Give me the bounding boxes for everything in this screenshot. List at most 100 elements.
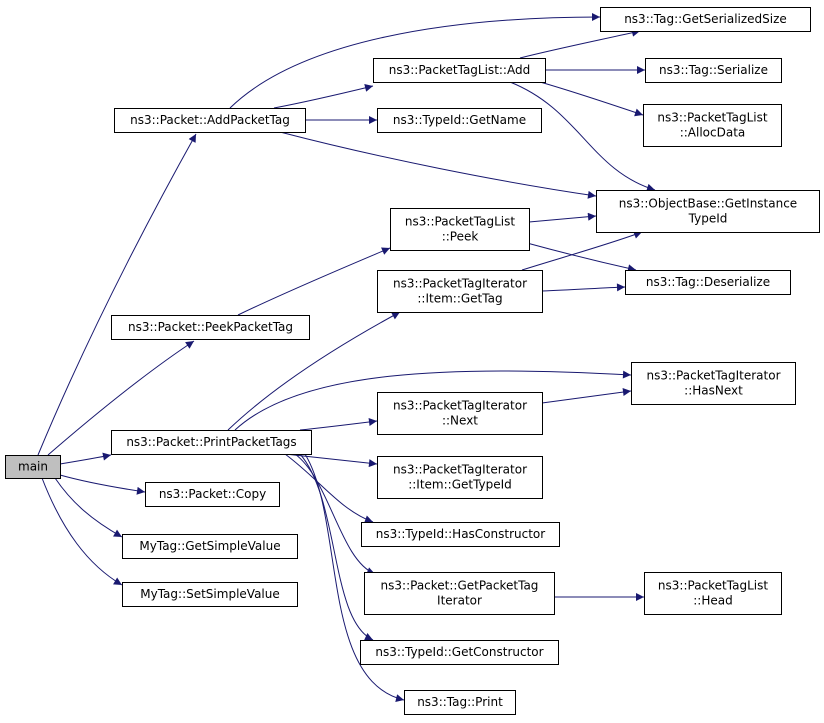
node-typeIdGetName[interactable]: ns3::TypeId::GetName — [377, 108, 542, 133]
node-box — [643, 104, 782, 147]
edge-main-to-printPacketTags — [59, 452, 112, 465]
node-label: ns3::PacketTagIterator — [646, 369, 780, 383]
node-label: ns3::TypeId::GetConstructor — [375, 645, 543, 659]
edge-line — [304, 453, 405, 703]
edge-main-to-peekPacketTag — [47, 340, 195, 456]
edge-iterItemGetTag-to-tagDeserialize — [541, 283, 626, 292]
edge-tagListPeek-to-tagDeserialize — [526, 242, 637, 273]
node-label: ns3::PacketTagIterator — [393, 277, 527, 291]
edge-line — [227, 311, 401, 431]
edge-line — [59, 452, 112, 465]
node-label: ns3::PacketTagIterator — [393, 399, 527, 413]
node-label: ns3::Packet::AddPacketTag — [130, 113, 290, 127]
node-box — [377, 108, 542, 133]
node-box — [364, 572, 555, 615]
node-box — [600, 7, 811, 32]
node-label: TypeId — [688, 212, 728, 226]
node-label: ns3::Packet::PeekPacketTag — [128, 320, 293, 334]
edge-printPacketTags-to-iterNext — [299, 418, 378, 431]
node-label: ns3::PacketTagList — [405, 215, 515, 229]
node-iterHasNext[interactable]: ns3::PacketTagIterator::HasNext — [631, 362, 796, 405]
node-label: ns3::Packet::PrintPacketTags — [126, 435, 296, 449]
node-box — [644, 572, 782, 615]
node-printPacketTags[interactable]: ns3::Packet::PrintPacketTags — [111, 430, 312, 455]
edge-line — [47, 340, 195, 456]
node-label: ::Next — [442, 414, 478, 428]
edge-main-to-packetCopy — [59, 474, 146, 495]
node-box — [111, 315, 310, 340]
edge-line — [234, 370, 632, 431]
node-typeIdGetConstructor[interactable]: ns3::TypeId::GetConstructor — [360, 640, 559, 665]
node-box — [122, 582, 298, 607]
node-label: ns3::PacketTagList::Add — [389, 63, 530, 77]
node-box — [111, 430, 312, 455]
edge-line — [284, 453, 378, 468]
edge-line — [54, 477, 123, 538]
node-label: ns3::PacketTagIterator — [393, 463, 527, 477]
node-box — [122, 534, 298, 559]
edge-printPacketTags-to-tagPrint — [304, 453, 405, 703]
edge-line — [237, 247, 391, 316]
node-iterNext[interactable]: ns3::PacketTagIterator::Next — [377, 392, 543, 435]
node-tagDeserialize[interactable]: ns3::Tag::Deserialize — [625, 270, 791, 295]
edge-main-to-setSimpleValue — [41, 477, 123, 586]
node-main[interactable]: main — [5, 455, 61, 479]
node-label: ns3::Tag::Serialize — [659, 63, 768, 77]
edge-line — [299, 418, 378, 431]
edge-line — [229, 13, 601, 109]
edge-line — [521, 231, 643, 271]
node-box — [361, 522, 560, 547]
node-tagListPeek[interactable]: ns3::PacketTagList::Peek — [390, 208, 530, 251]
node-tagSerialize[interactable]: ns3::Tag::Serialize — [645, 58, 782, 83]
nodes-layer: mainns3::Packet::AddPacketTagns3::Packet… — [5, 7, 820, 715]
node-label: ::AllocData — [680, 126, 746, 140]
edge-line — [41, 477, 123, 586]
edge-tagListAdd-to-tagListAllocData — [539, 81, 644, 117]
node-label: ::Head — [693, 594, 732, 608]
edge-addPacketTag-to-tagListAdd — [273, 83, 374, 109]
node-box — [377, 270, 543, 313]
node-box — [631, 362, 796, 405]
node-label: ns3::TypeId::GetName — [393, 113, 526, 127]
edge-line — [299, 453, 374, 641]
node-label: ns3::PacketTagList — [658, 579, 768, 593]
node-tagListHead[interactable]: ns3::PacketTagList::Head — [644, 572, 782, 615]
edge-main-to-addPacketTag — [37, 133, 197, 456]
node-typeIdHasConstructor[interactable]: ns3::TypeId::HasConstructor — [361, 522, 560, 547]
edge-line — [284, 453, 374, 524]
edge-addPacketTag-to-tagGetSerializedSize — [229, 13, 601, 109]
node-tagListAllocData[interactable]: ns3::PacketTagList::AllocData — [643, 104, 782, 147]
node-box — [377, 456, 543, 499]
node-tagGetSerializedSize[interactable]: ns3::Tag::GetSerializedSize — [600, 7, 811, 32]
edge-line — [509, 81, 656, 192]
node-iterItemGetTypeId[interactable]: ns3::PacketTagIterator::Item::GetTypeId — [377, 456, 543, 499]
node-packetCopy[interactable]: ns3::Packet::Copy — [145, 482, 280, 507]
edge-iterNext-to-iterHasNext — [541, 388, 632, 404]
node-addPacketTag[interactable]: ns3::Packet::AddPacketTag — [114, 108, 306, 133]
edge-printPacketTags-to-getPacketTagIterator — [294, 453, 376, 575]
node-box — [5, 455, 61, 479]
edge-line — [279, 131, 597, 199]
node-box — [145, 482, 280, 507]
edge-line — [541, 388, 632, 404]
node-tagPrint[interactable]: ns3::Tag::Print — [404, 690, 516, 715]
edge-printPacketTags-to-typeIdHasConstructor — [284, 453, 374, 524]
edge-tagListPeek-to-getInstanceTypeId — [528, 212, 597, 223]
node-getSimpleValue[interactable]: MyTag::GetSimpleValue — [122, 534, 298, 559]
node-label: ns3::Packet::GetPacketTag — [381, 579, 539, 593]
edge-line — [519, 28, 641, 59]
node-label: ns3::TypeId::HasConstructor — [376, 527, 545, 541]
edge-tagListAdd-to-getInstanceTypeId — [509, 81, 656, 192]
node-box — [596, 190, 820, 233]
node-box — [373, 58, 546, 83]
node-setSimpleValue[interactable]: MyTag::SetSimpleValue — [122, 582, 298, 607]
node-label: main — [18, 460, 48, 474]
edges-layer — [37, 13, 656, 703]
node-iterItemGetTag[interactable]: ns3::PacketTagIterator::Item::GetTag — [377, 270, 543, 313]
edge-printPacketTags-to-iterItemGetTag — [227, 311, 401, 431]
node-tagListAdd[interactable]: ns3::PacketTagList::Add — [373, 58, 546, 83]
node-peekPacketTag[interactable]: ns3::Packet::PeekPacketTag — [111, 315, 310, 340]
